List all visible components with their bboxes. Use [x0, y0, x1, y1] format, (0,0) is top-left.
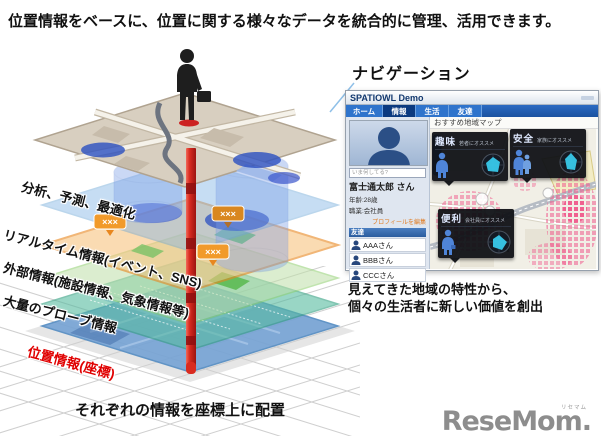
window-content: いま何してる? 富士通太郎 さん 年齢:28歳 職業:会社員 プロフィールを編集… [346, 117, 598, 282]
friend-name: BBBさん [363, 255, 394, 265]
popup-hobby[interactable]: 趣味 若者にオススメ [432, 132, 508, 186]
tab-life[interactable]: 生活 [416, 105, 449, 117]
popup-note: 会社員にオススメ [465, 218, 506, 224]
friend-person-icon [351, 270, 361, 280]
friend-name: CCCさん [363, 270, 395, 280]
map-area: おすすめ地域マップ [430, 117, 598, 269]
radar-chart [487, 230, 511, 254]
tab-bar: ホーム 情報 生活 友達 [346, 105, 598, 117]
window-title: SPATIOWL Demo [350, 92, 424, 103]
friend-person-icon [351, 255, 361, 265]
popup-category: 便利 [441, 214, 463, 225]
radar-chart [559, 150, 583, 174]
event-markers: ××× ××× ××× [93, 205, 245, 266]
profile-sidebar: いま何してる? 富士通太郎 さん 年齢:28歳 職業:会社員 プロフィールを編集… [346, 117, 430, 282]
marker-label: ××× [205, 247, 221, 257]
avatar-silhouette-icon [367, 127, 410, 165]
caption-line: 見えてきた地域の特性から、 [348, 282, 516, 297]
logo-text: ReseMom. [441, 406, 592, 437]
titlebar-decoration [581, 95, 594, 100]
friend-name: AAAさん [363, 240, 394, 250]
popup-category: 安全 [513, 134, 535, 145]
diagram-caption: それぞれの情報を座標上に配置 [75, 402, 286, 419]
popup-note: 若者にオススメ [459, 141, 495, 147]
recommend-map[interactable]: 趣味 若者にオススメ [430, 129, 598, 269]
cyclist-icon [436, 152, 448, 178]
navigation-caption: 見えてきた地域の特性から、 個々の生活者に新しい価値を創出 [348, 281, 543, 315]
edit-profile-link[interactable]: プロフィールを編集 [372, 220, 426, 226]
tab-home[interactable]: ホーム [346, 105, 383, 117]
marker-label: ××× [102, 217, 118, 227]
connector-line [329, 82, 355, 113]
logo-ruby: リセマム [560, 405, 587, 411]
friend-person-icon [351, 240, 361, 250]
spatiowl-window: SPATIOWL Demo ホーム 情報 生活 友達 いま何してる? 富士通太郎… [345, 90, 599, 282]
friend-item[interactable]: BBBさん [349, 253, 426, 267]
navigation-heading: ナビゲーション [352, 66, 471, 83]
user-job: 職業:会社員 [349, 208, 384, 215]
caption-line: 個々の生活者に新しい価値を創出 [348, 299, 544, 314]
popup-category: 趣味 [435, 137, 457, 148]
map-title: おすすめ地域マップ [430, 117, 598, 129]
coordinate-pillar [186, 148, 196, 374]
friend-item[interactable]: AAAさん [349, 238, 426, 252]
top-map-layer [32, 92, 338, 188]
avatar [349, 120, 428, 166]
tab-friends[interactable]: 友達 [449, 105, 482, 117]
popup-safety[interactable]: 安全 家族にオススメ [510, 129, 586, 183]
person-icon [177, 49, 211, 127]
popup-note: 家族にオススメ [537, 138, 573, 144]
user-name: 富士通太郎 さん [349, 182, 415, 192]
popup-convenience[interactable]: 便利 会社員にオススメ [438, 209, 514, 263]
status-input[interactable]: いま何してる? [349, 168, 426, 178]
worker-icon [442, 229, 456, 255]
page-title: 位置情報をベースに、位置に関する様々なデータを統合的に管理、活用できます。 [8, 13, 561, 30]
family-icon [513, 149, 531, 175]
friends-header: 友達 [349, 228, 426, 237]
marker-label: ××× [220, 209, 236, 219]
radar-chart [481, 153, 505, 177]
user-age: 年齢:28歳 [349, 197, 378, 204]
window-titlebar: SPATIOWL Demo [346, 91, 598, 105]
resemom-logo: リセマム ReseMom. [441, 405, 592, 437]
tab-info[interactable]: 情報 [383, 105, 416, 117]
friend-item[interactable]: CCCさん [349, 268, 426, 282]
